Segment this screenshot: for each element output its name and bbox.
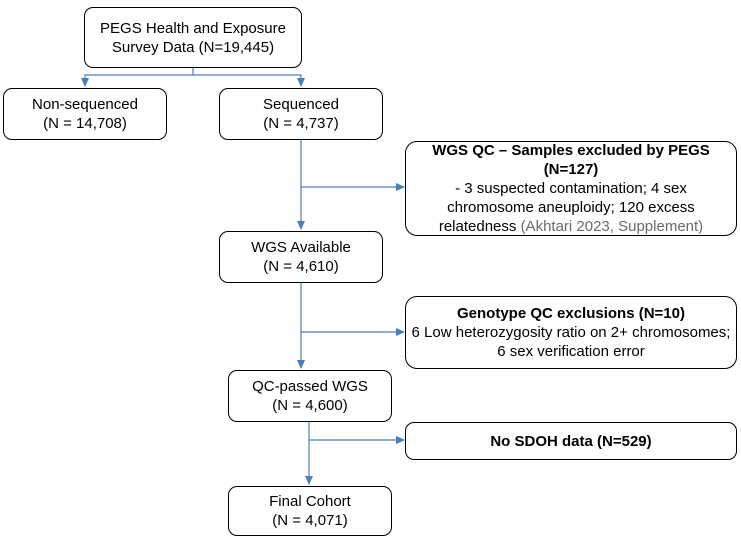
wgs-qc-line2: chromosome aneuploidy; 120 excess (447, 199, 695, 216)
genotype-qc-line1: 6 Low heterozygosity ratio on 2+ chromos… (411, 324, 731, 341)
final-line2: (N = 4,071) (272, 512, 348, 529)
split-connector-right (193, 74, 305, 87)
non-sequenced-box: Non-sequenced (N = 14,708) (3, 88, 167, 140)
wgs-qc-title: WGS QC – Samples excluded by PEGS (N=127… (432, 142, 710, 178)
sequenced-box: Sequenced (N = 4,737) (219, 88, 383, 140)
wgsavail-line1: WGS Available (251, 239, 351, 256)
final-cohort-box: Final Cohort (N = 4,071) (228, 486, 392, 536)
survey-data-box: PEGS Health and Exposure Survey Data (N=… (84, 7, 302, 68)
nonseq-line2: (N = 14,708) (43, 115, 127, 132)
split-connector (81, 67, 194, 87)
final-line1: Final Cohort (269, 493, 351, 510)
nonseq-line1: Non-sequenced (32, 96, 138, 113)
wgs-qc-line1: - 3 suspected contamination; 4 sex (455, 180, 687, 197)
qcpassed-line1: QC-passed WGS (252, 378, 368, 395)
no-sdoh-title: No SDOH data (N=529) (490, 432, 652, 450)
no-sdoh-box: No SDOH data (N=529) (405, 422, 737, 460)
qcpassed-line2: (N = 4,600) (272, 397, 348, 414)
survey-line2: Survey Data (N=19,445) (111, 38, 275, 56)
survey-line1: PEGS Health and Exposure (100, 19, 286, 37)
wgs-qc-line3: relatedness (438, 218, 517, 235)
wgs-qc-exclusion-box: WGS QC – Samples excluded by PEGS (N=127… (405, 141, 737, 236)
wgs-qc-citation: (Akhtari 2023, Supplement) (520, 218, 704, 235)
wgs-available-box: WGS Available (N = 4,610) (219, 231, 383, 283)
seq-line1: Sequenced (263, 96, 339, 113)
wgsavail-line2: (N = 4,610) (263, 258, 339, 275)
genotype-qc-title: Genotype QC exclusions (N=10) (457, 305, 685, 322)
genotype-qc-line2: 6 sex verification error (497, 343, 645, 360)
seq-line2: (N = 4,737) (263, 115, 339, 132)
genotype-qc-box: Genotype QC exclusions (N=10) 6 Low hete… (405, 296, 737, 369)
qc-passed-box: QC-passed WGS (N = 4,600) (228, 370, 392, 422)
